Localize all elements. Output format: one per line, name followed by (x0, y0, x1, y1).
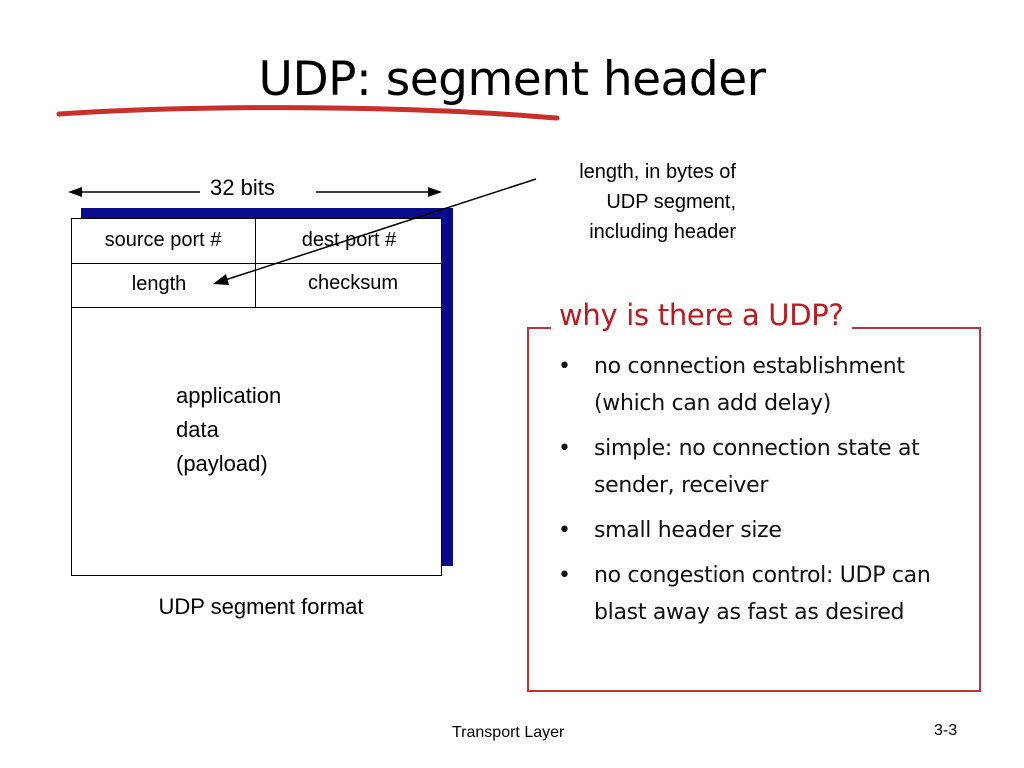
bits-label: 32 bits (210, 175, 275, 200)
slide-title: UDP: segment header (258, 52, 766, 107)
why-udp-list: • no connection establishment (which can … (550, 348, 970, 639)
list-item: • no connection establishment (which can … (550, 348, 970, 422)
payload-line: application (176, 383, 282, 408)
bullet-icon: • (558, 436, 571, 461)
length-annotation: length, in bytes of UDP segment, includi… (500, 157, 736, 247)
segment-format-caption: UDP segment format (158, 594, 364, 619)
list-item: • no congestion control: UDP can blast aw… (550, 557, 970, 631)
header-bottom-divider (71, 307, 442, 308)
bullet-icon: • (558, 518, 571, 543)
footer-chapter: Transport Layer (452, 724, 565, 741)
bullet-text: no connection establishment (which can a… (594, 354, 905, 416)
bullet-icon: • (558, 563, 571, 588)
footer-page-number: 3-3 (934, 722, 958, 739)
annotation-pointer-arrow (213, 178, 537, 285)
why-udp-title: why is there a UDP? (551, 298, 852, 332)
annotation-line: UDP segment, (606, 191, 736, 213)
segment-box (71, 218, 442, 576)
payload-line: (payload) (176, 451, 268, 476)
why-udp-box (527, 327, 981, 692)
payload-label: application data (payload) (176, 379, 281, 481)
list-item: • simple: no connection state at sender, … (550, 430, 970, 504)
bullet-text: simple: no connection state at sender, r… (594, 436, 920, 498)
header-row-divider (71, 263, 442, 264)
checksum-field: checksum (307, 272, 399, 294)
header-column-divider (255, 218, 256, 308)
source-port-field: source port # (104, 229, 222, 251)
bullet-icon: • (558, 354, 571, 379)
annotation-line: length, in bytes of (579, 161, 736, 183)
annotation-line: including header (589, 221, 736, 243)
title-underline-stroke (56, 105, 560, 121)
length-field: length (131, 273, 187, 295)
list-item: • small header size (550, 512, 970, 549)
bullet-text: no congestion control: UDP can blast awa… (594, 563, 931, 625)
bits-width-arrow (68, 187, 442, 197)
bullet-text: small header size (594, 518, 782, 543)
payload-line: data (176, 417, 219, 442)
